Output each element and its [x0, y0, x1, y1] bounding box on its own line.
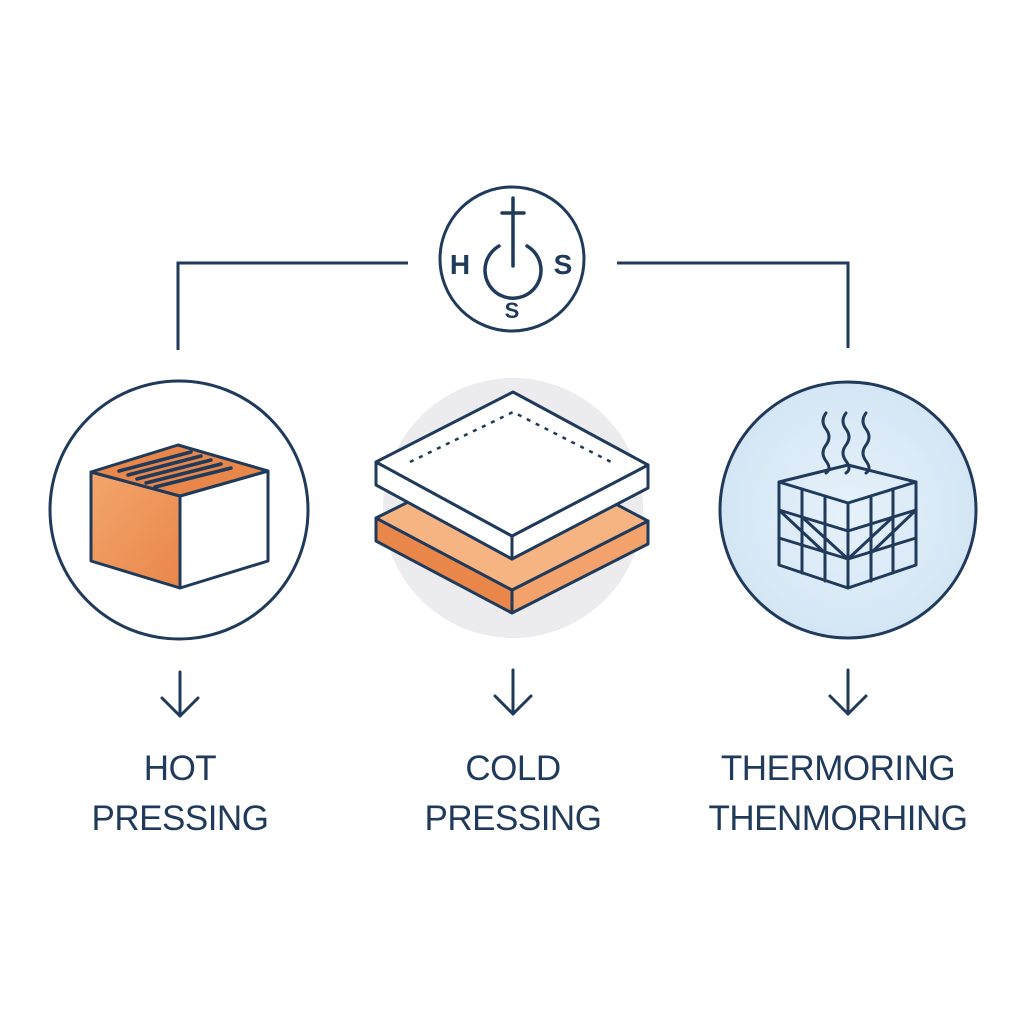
stacked-layers-icon [374, 390, 650, 615]
hot-pressing-label-line2: PRESSING [91, 799, 269, 838]
hub-letter-bottom: S [505, 298, 520, 323]
power-hub-icon [483, 196, 543, 300]
thermo-node [718, 380, 978, 640]
thermo-label-line1: THERMORING [720, 749, 956, 788]
hot-pressing-node [48, 379, 310, 641]
hot-pressing-label: HOT PRESSING [10, 744, 350, 844]
heated-grid-block-icon [777, 411, 918, 590]
cold-pressing-label-line2: PRESSING [424, 799, 602, 838]
hub-node: H S S [438, 185, 586, 333]
hub-letter-left: H [450, 249, 470, 280]
cold-pressing-node [374, 378, 650, 638]
connector-left [176, 261, 408, 350]
arrow-down-icon-thermo [828, 668, 868, 716]
connector-right [617, 261, 850, 348]
thermo-label: THERMORING THENMORHING [668, 744, 1008, 844]
connector-lines [176, 261, 850, 350]
arrow-down-icon-hot [160, 670, 200, 718]
cold-pressing-label: COLD PRESSING [343, 744, 683, 844]
heated-block-icon [89, 443, 270, 590]
hub-letter-right: S [554, 249, 573, 280]
hot-pressing-label-line1: HOT [143, 749, 217, 788]
arrow-down-icon-cold [493, 668, 533, 716]
thermo-label-line2: THENMORHING [708, 799, 968, 838]
cold-pressing-label-line1: COLD [465, 749, 561, 788]
